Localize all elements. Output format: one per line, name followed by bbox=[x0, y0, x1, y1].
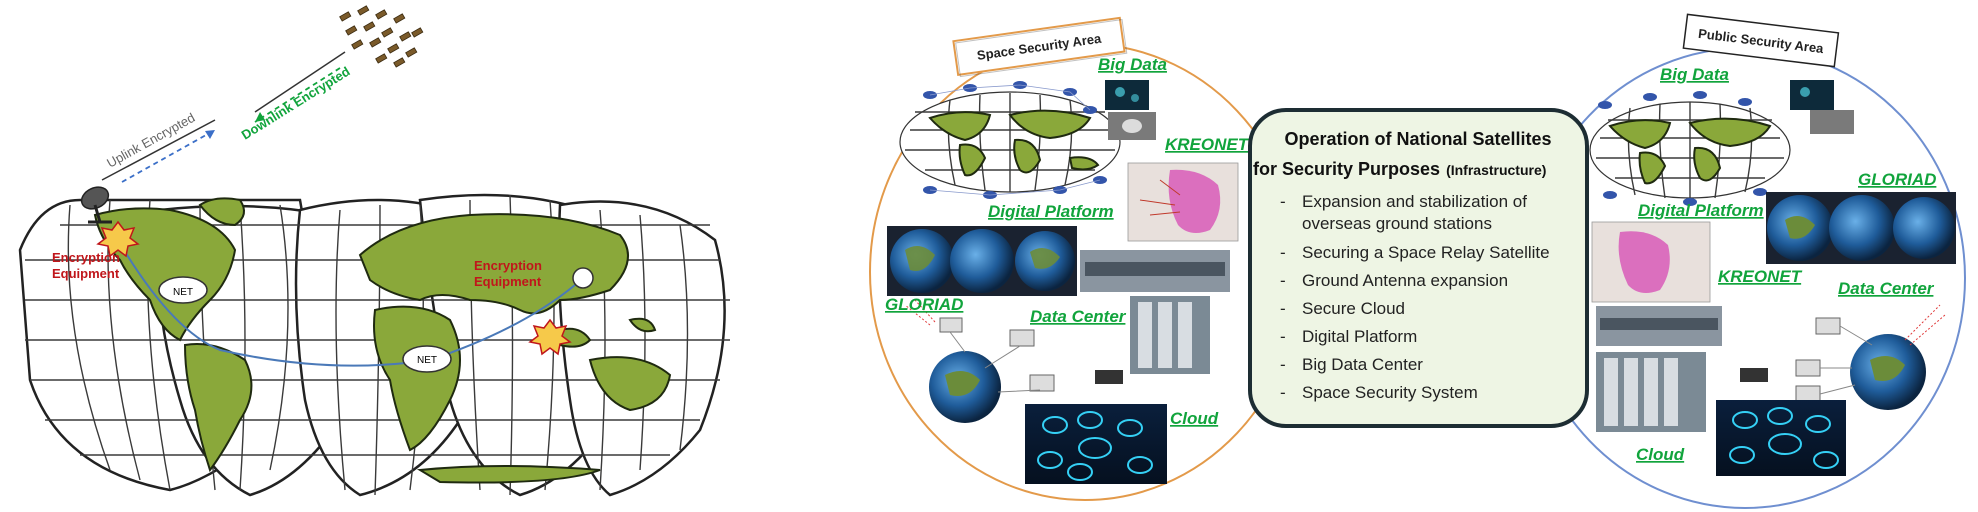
item-bullet: - bbox=[1280, 299, 1286, 318]
space-security-area: Space Security Area bbox=[869, 16, 1301, 501]
encryption-burst-icon bbox=[96, 220, 140, 258]
public-area-tag: Public Security Area bbox=[1682, 13, 1840, 68]
uplink-line bbox=[101, 119, 216, 181]
downlink-arrow bbox=[254, 67, 341, 123]
uplink-arrowhead bbox=[205, 130, 215, 139]
public-data-center-label: Data Center bbox=[1838, 279, 1935, 298]
public-big-data-label: Big Data bbox=[1660, 65, 1729, 84]
net-label-2: NET bbox=[417, 355, 437, 366]
center-item-1b: overseas ground stations bbox=[1302, 214, 1492, 233]
center-title-line2-main: for Security Purposes bbox=[1253, 159, 1440, 179]
center-item-7: Space Security System bbox=[1302, 383, 1478, 402]
center-item-4: Secure Cloud bbox=[1302, 299, 1405, 318]
center-item-2: Securing a Space Relay Satellite bbox=[1302, 243, 1550, 262]
public-mini-world-map bbox=[1589, 91, 1791, 206]
net-cloud-2: NET bbox=[402, 345, 452, 373]
public-cloud-thumbnail bbox=[1716, 400, 1846, 476]
item-bullet: - bbox=[1280, 383, 1286, 402]
satellite-swarm-icon bbox=[339, 5, 424, 68]
center-item-1: Expansion and stabilization of bbox=[1302, 192, 1527, 211]
public-cloud-label: Cloud bbox=[1636, 445, 1685, 464]
net-label-1: NET bbox=[173, 287, 193, 298]
downlink-label: Downlink Encrypted bbox=[239, 64, 353, 143]
item-bullet: - bbox=[1280, 192, 1286, 211]
public-digital-platform-label: Digital Platform bbox=[1638, 201, 1764, 220]
gloriad-antenna-icon bbox=[904, 299, 1123, 393]
space-mini-world-map bbox=[899, 81, 1121, 199]
public-antenna-icon bbox=[1740, 304, 1946, 403]
downlink-arrowhead bbox=[255, 112, 265, 122]
center-item-list: - Expansion and stabilization of oversea… bbox=[1280, 192, 1550, 402]
center-title-line2-suffix: (Infrastructure) bbox=[1446, 162, 1546, 178]
public-gloriad-label: GLORIAD bbox=[1858, 170, 1936, 189]
downlink-line bbox=[254, 51, 346, 113]
encryption-right-line1: Encryption bbox=[474, 258, 542, 273]
connection-path bbox=[114, 234, 576, 367]
public-kreonet-label: KREONET bbox=[1718, 267, 1803, 286]
public-big-data-thumbnail bbox=[1790, 80, 1834, 110]
ground-station-icon bbox=[572, 267, 594, 289]
item-bullet: - bbox=[1280, 271, 1286, 290]
center-item-6: Big Data Center bbox=[1302, 355, 1423, 374]
left-world-map: NET NET Encryption Equipment Encryption … bbox=[18, 5, 730, 497]
center-item-3: Ground Antenna expansion bbox=[1302, 271, 1508, 290]
encryption-right-line2: Equipment bbox=[474, 274, 542, 289]
item-bullet: - bbox=[1280, 243, 1286, 262]
space-kreonet-label: KREONET bbox=[1165, 135, 1250, 154]
encryption-left-line2: Equipment bbox=[52, 266, 120, 281]
center-info-box: Operation of National Satellites for Sec… bbox=[1248, 108, 1589, 428]
center-title-line2: for Security Purposes (Infrastructure) bbox=[1253, 159, 1546, 179]
center-item-5: Digital Platform bbox=[1302, 327, 1417, 346]
center-title-line1: Operation of National Satellites bbox=[1284, 129, 1551, 149]
satellite-dish-icon bbox=[80, 186, 112, 224]
encryption-left-line1: Encryption bbox=[52, 250, 120, 265]
uplink-label: Uplink Encrypted bbox=[104, 110, 197, 171]
space-area-tag: Space Security Area bbox=[952, 16, 1128, 78]
net-cloud-1: NET bbox=[158, 276, 208, 304]
item-bullet: - bbox=[1280, 355, 1286, 374]
space-big-data-label: Big Data bbox=[1098, 55, 1167, 74]
space-data-center-label: Data Center bbox=[1030, 307, 1127, 326]
space-digital-platform-label: Digital Platform bbox=[988, 202, 1114, 221]
encryption-burst-icon bbox=[528, 318, 572, 356]
big-data-thumbnail bbox=[1105, 80, 1149, 110]
item-bullet: - bbox=[1280, 327, 1286, 346]
public-security-area: Public Security Area bbox=[1524, 13, 1966, 509]
public-big-data-photo bbox=[1810, 110, 1854, 134]
space-cloud-label: Cloud bbox=[1170, 409, 1219, 428]
space-gloriad-label: GLORIAD bbox=[885, 295, 963, 314]
